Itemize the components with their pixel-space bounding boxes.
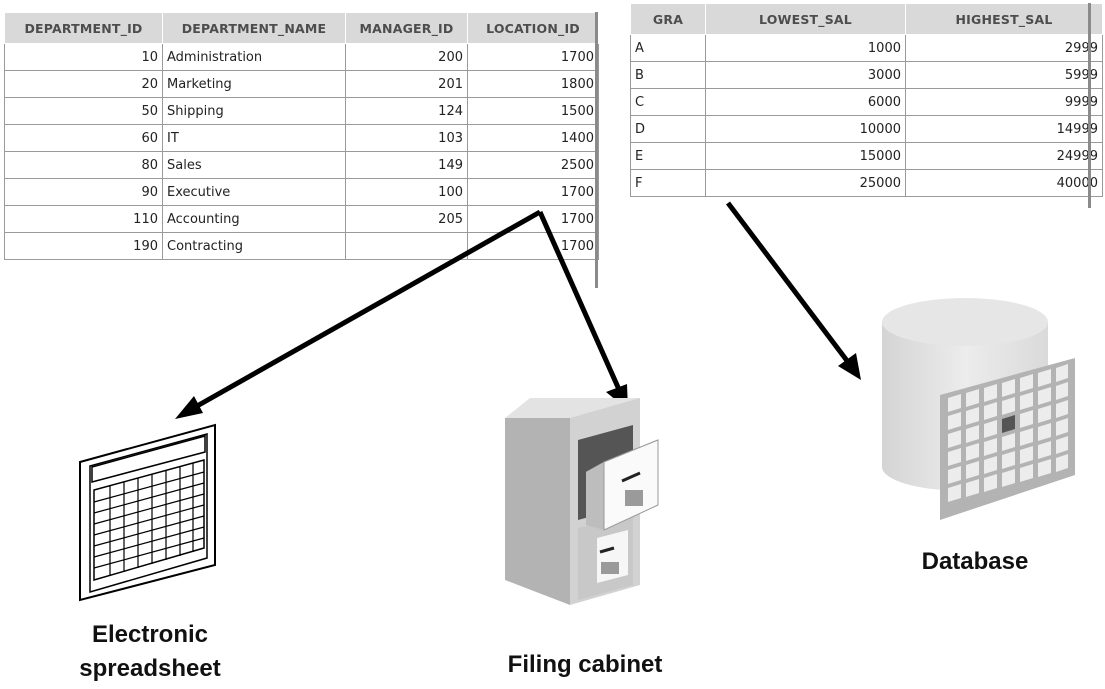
table-cell: 1700 xyxy=(467,178,599,206)
table-cell: 200 xyxy=(345,43,468,71)
table-cell: Sales xyxy=(162,151,346,179)
table-cell: 25000 xyxy=(705,169,906,197)
table-cell: 205 xyxy=(345,205,468,233)
table-cell: 10 xyxy=(4,43,163,71)
table-cell: 110 xyxy=(4,205,163,233)
table-cell: 3000 xyxy=(705,61,906,89)
table-cell: 14999 xyxy=(905,115,1103,143)
column-header: LOCATION_ID xyxy=(467,12,599,44)
spreadsheet-caption-line1: Electronic xyxy=(91,621,209,648)
table-cell: 1000 xyxy=(705,34,906,62)
table-cell: Accounting xyxy=(162,205,346,233)
arrow-to-filing-cabinet xyxy=(537,210,628,410)
table-header-row: DEPARTMENT_ID DEPARTMENT_NAME MANAGER_ID… xyxy=(4,12,599,44)
table-cell: 124 xyxy=(345,97,468,125)
table-cell: 1700 xyxy=(467,43,599,71)
spreadsheet-icon xyxy=(79,423,216,602)
table-cell: 40000 xyxy=(905,169,1103,197)
table-cell: Contracting xyxy=(162,232,346,260)
table-cell: Administration xyxy=(162,43,346,71)
database-icon xyxy=(882,298,1075,520)
table-header-row: GRA LOWEST_SAL HIGHEST_SAL xyxy=(630,3,1103,35)
table-cell: 6000 xyxy=(705,88,906,116)
table-cell: 24999 xyxy=(905,142,1103,170)
table-cell: 149 xyxy=(345,151,468,179)
arrow-to-database xyxy=(726,201,861,380)
table-cell: 2500 xyxy=(467,151,599,179)
table-cell: Shipping xyxy=(162,97,346,125)
filing-cabinet-caption: Filing cabinet xyxy=(507,651,663,678)
table-cell: Executive xyxy=(162,178,346,206)
table-shadow xyxy=(1088,3,1091,208)
table-cell: E xyxy=(630,142,706,170)
table-cell: 9999 xyxy=(905,88,1103,116)
table-cell: C xyxy=(630,88,706,116)
arrow-to-spreadsheet xyxy=(175,209,542,419)
table-shadow xyxy=(595,12,598,288)
table-cell: 2999 xyxy=(905,34,1103,62)
table-cell: 201 xyxy=(345,70,468,98)
column-header: LOWEST_SAL xyxy=(705,3,906,35)
table-cell: 1700 xyxy=(467,232,599,260)
filing-cabinet-icon xyxy=(505,398,659,605)
table-cell: F xyxy=(630,169,706,197)
table-cell: Marketing xyxy=(162,70,346,98)
table-cell: 15000 xyxy=(705,142,906,170)
table-cell xyxy=(345,232,468,260)
table-cell: IT xyxy=(162,124,346,152)
table-cell: D xyxy=(630,115,706,143)
table-cell: A xyxy=(630,34,706,62)
table-cell: 1400 xyxy=(467,124,599,152)
table-cell: 90 xyxy=(4,178,163,206)
table-cell: B xyxy=(630,61,706,89)
table-cell: 190 xyxy=(4,232,163,260)
table-cell: 1700 xyxy=(467,205,599,233)
column-header: DEPARTMENT_ID xyxy=(4,12,163,44)
column-header: GRA xyxy=(630,3,706,35)
table-cell: 80 xyxy=(4,151,163,179)
table-cell: 1500 xyxy=(467,97,599,125)
spreadsheet-caption: Electronic spreadsheet xyxy=(40,618,260,686)
database-caption: Database xyxy=(921,548,1029,575)
table-cell: 20 xyxy=(4,70,163,98)
highlighted-cell xyxy=(1002,415,1015,433)
spreadsheet-caption-line2: spreadsheet xyxy=(79,655,221,682)
departments-table: DEPARTMENT_ID DEPARTMENT_NAME MANAGER_ID… xyxy=(4,12,599,260)
table-cell: 100 xyxy=(345,178,468,206)
